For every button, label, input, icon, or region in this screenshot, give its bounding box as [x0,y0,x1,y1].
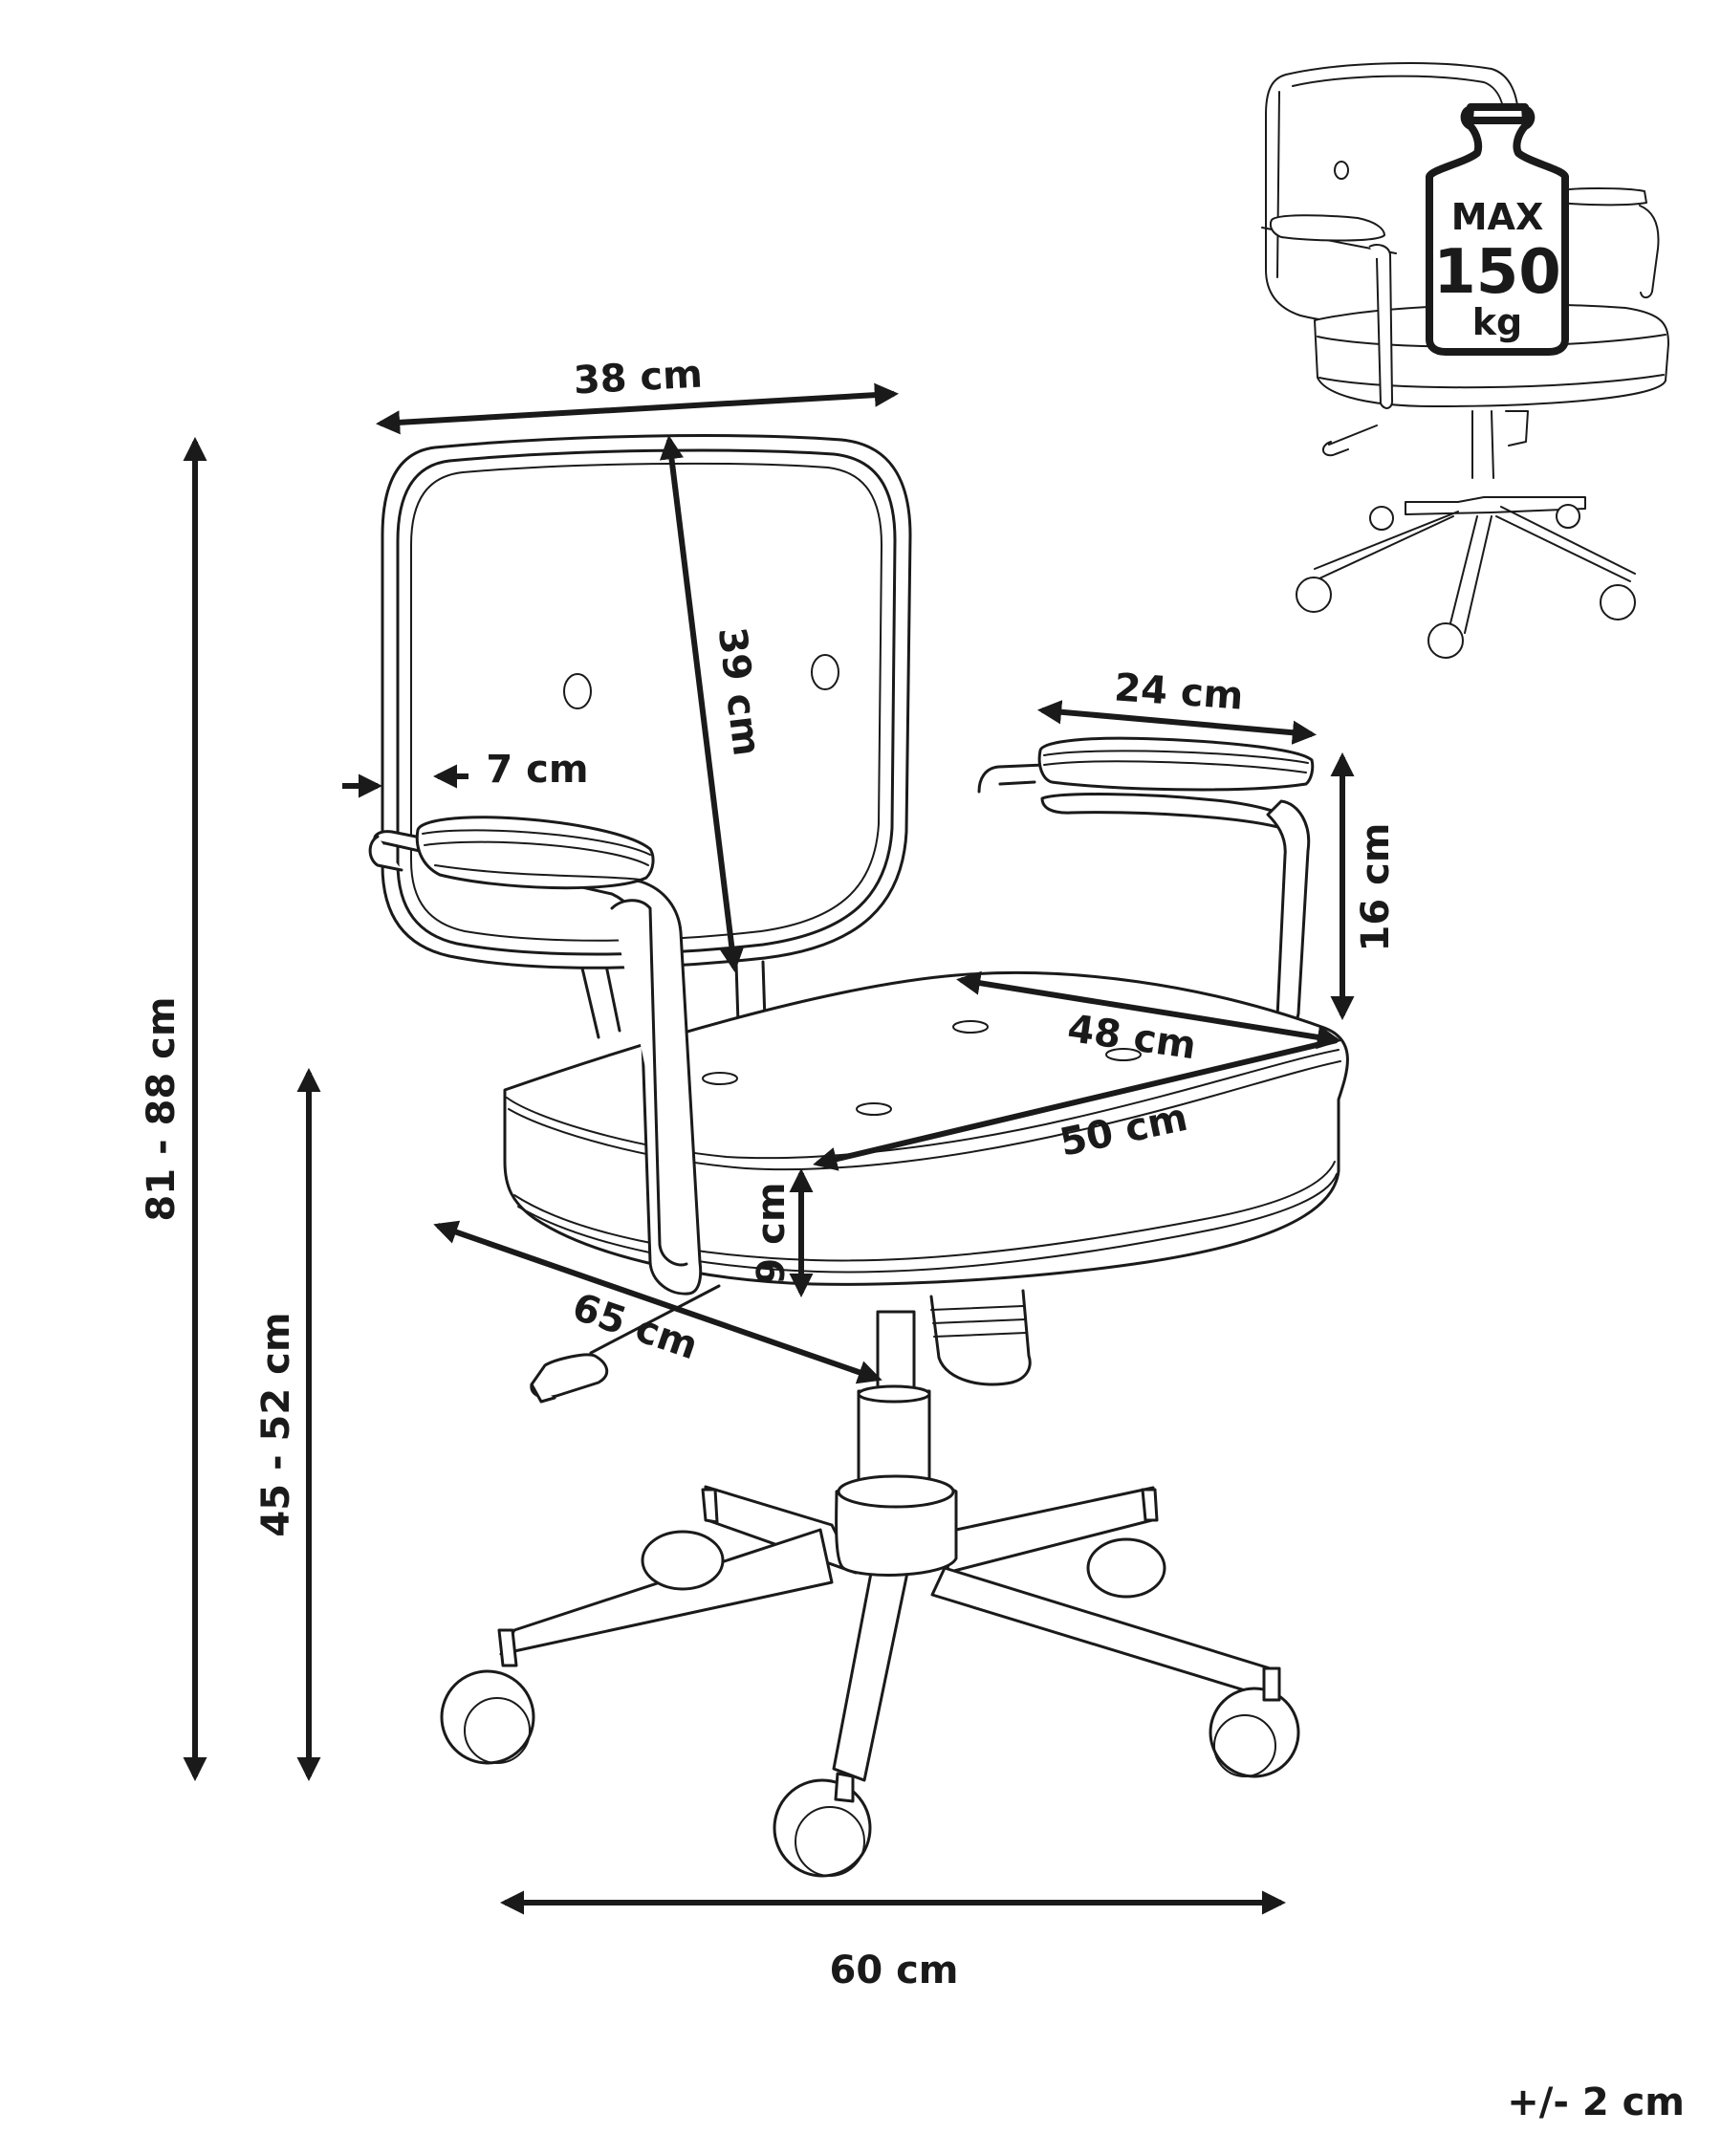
label-overall-height: 81 - 88 cm [140,996,184,1221]
dim-overall-depth-line [433,1220,882,1384]
caster [773,1772,872,1878]
caster [1209,1666,1300,1778]
max-load-label: MAX [1451,196,1544,238]
seat-button [856,1102,892,1116]
label-armrest-length: 24 cm [1113,665,1245,718]
dim-seat-width-line [813,1037,1338,1171]
star-base [440,1474,1300,1878]
max-load-value: 150 [1433,237,1561,308]
caster [440,1628,535,1765]
main-chair-drawing [368,434,1349,1878]
right-armrest [977,736,1315,1028]
label-seat-height: 45 - 52 cm [254,1312,298,1536]
dim-armrest-length-line [1036,700,1318,745]
label-tolerance: +/- 2 cm [1507,2080,1685,2124]
max-load-illustration: MAX 150 kg [1261,62,1669,659]
weight-icon: MAX 150 kg [1426,103,1569,356]
dimension-labels: 38 cm 39 cm 7 cm 24 cm 16 cm 48 cm 50 cm… [140,353,1685,2124]
small-chair-drawing [1261,62,1669,659]
label-backrest-width: 38 cm [573,353,704,403]
caster [641,1488,725,1591]
dim-seat-depth-line [956,970,1341,1050]
label-armrest-height: 16 cm [1354,823,1398,952]
backrest-button-left [563,673,592,709]
caster [1086,1488,1166,1599]
dim-backrest-width-line [375,382,900,435]
label-seat-thickness: 9 cm [750,1182,794,1284]
max-load-unit: kg [1472,301,1522,343]
backrest-button-right [811,654,839,690]
label-base-width: 60 cm [830,1949,959,1993]
dim-backrest-height-line [659,434,745,973]
label-armrest-inset: 7 cm [486,748,588,792]
seat-button [702,1072,738,1085]
gas-lift [530,1284,1032,1493]
dimension-lines [183,382,1355,1915]
